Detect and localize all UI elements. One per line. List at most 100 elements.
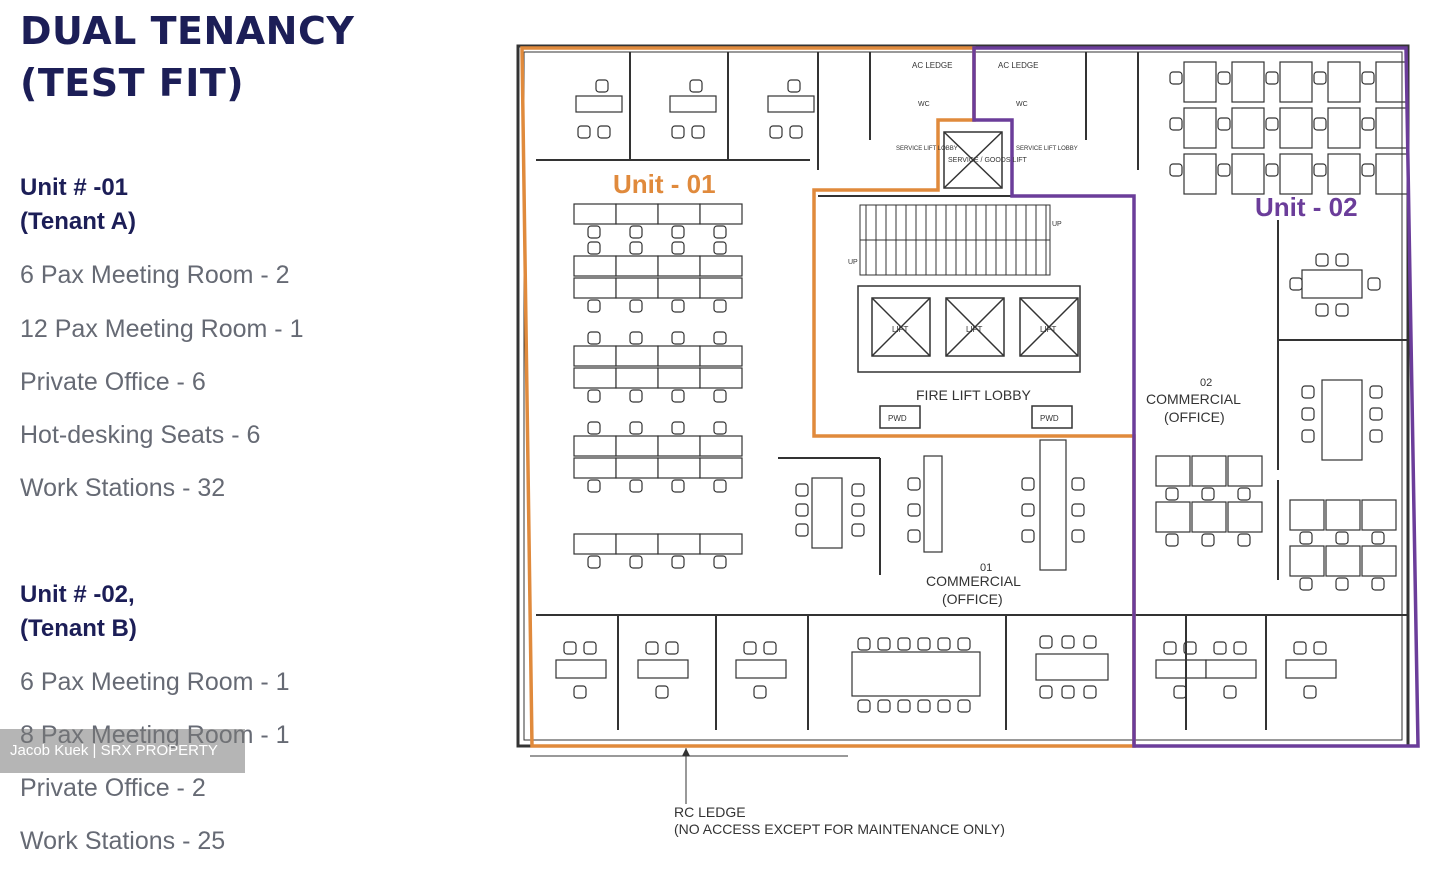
chair	[937, 699, 951, 713]
chair	[769, 125, 783, 139]
service-lift	[943, 131, 1003, 189]
chair	[897, 699, 911, 713]
chair	[857, 699, 871, 713]
commercial-01-name: COMMERCIAL	[926, 573, 1021, 589]
pwd-toilet-2	[1031, 405, 1073, 429]
chair	[1201, 487, 1215, 501]
tenant-b-unit: Unit # -02,	[20, 581, 135, 608]
service-lift-lobby-label: SERVICE LIFT LOBBY	[1016, 146, 1078, 152]
desk	[657, 435, 701, 457]
chair	[1233, 641, 1247, 655]
chair	[1169, 163, 1183, 177]
lift-label: LIFT	[892, 325, 909, 334]
desk	[1279, 107, 1313, 149]
chair	[597, 125, 611, 139]
chair	[1083, 635, 1097, 649]
chair	[1083, 685, 1097, 699]
watermark: Jacob Kuek | SRX PROPERTY	[0, 729, 245, 773]
desk	[573, 367, 617, 389]
tenant-b-item: 6 Pax Meeting Room - 1	[20, 668, 290, 696]
desk	[1155, 659, 1207, 679]
chair	[787, 79, 801, 93]
chair	[917, 699, 931, 713]
chair	[689, 79, 703, 93]
chair	[1265, 71, 1279, 85]
desk	[699, 203, 743, 225]
chair	[713, 421, 727, 435]
chair	[671, 241, 685, 255]
chair	[629, 225, 643, 239]
chair	[753, 685, 767, 699]
desk	[1301, 269, 1363, 299]
chair	[713, 225, 727, 239]
chair	[1301, 407, 1315, 421]
desk	[573, 255, 617, 277]
lift-label: LIFT	[1040, 325, 1057, 334]
chair	[577, 125, 591, 139]
desk	[615, 345, 659, 367]
chair	[937, 637, 951, 651]
chair	[713, 331, 727, 345]
desk	[573, 457, 617, 479]
desk	[573, 277, 617, 299]
chair	[1169, 117, 1183, 131]
chair	[1021, 503, 1035, 517]
chair	[1021, 529, 1035, 543]
chair	[857, 637, 871, 651]
chair	[629, 555, 643, 569]
chair	[1313, 163, 1327, 177]
desk	[1227, 501, 1263, 533]
desk	[573, 533, 617, 555]
ac-ledge-label: AC LEDGE	[912, 61, 952, 70]
desk	[657, 457, 701, 479]
desk	[615, 277, 659, 299]
chair	[655, 685, 669, 699]
pwd-toilet-1	[879, 405, 921, 429]
desk	[699, 533, 743, 555]
tenant-b-label: (Tenant B)	[20, 615, 137, 642]
lift-3	[1019, 297, 1079, 357]
lift-2	[945, 297, 1005, 357]
chair	[789, 125, 803, 139]
chair	[587, 389, 601, 403]
chair	[1217, 117, 1231, 131]
chair	[587, 555, 601, 569]
desk	[699, 255, 743, 277]
desk	[735, 659, 787, 679]
desk	[1279, 153, 1313, 195]
fire-lift-lobby-label: FIRE LIFT LOBBY	[916, 387, 1032, 403]
tenant-b-item: Private Office - 2	[20, 774, 206, 802]
page-title: DUAL TENANCY	[20, 9, 355, 53]
chair	[671, 299, 685, 313]
chair	[1303, 685, 1317, 699]
chair	[629, 299, 643, 313]
chair	[713, 479, 727, 493]
chair	[957, 637, 971, 651]
chair	[1061, 685, 1075, 699]
chair	[1369, 385, 1383, 399]
chair	[1367, 277, 1381, 291]
chair	[1335, 253, 1349, 267]
floor-plan: Unit - 01 Unit - 02 AC LEDGE AC LEDGE SE…	[508, 36, 1420, 840]
service-lift-lobby-label: SERVICE LIFT LOBBY	[896, 146, 958, 152]
tenant-b-item: Work Stations - 25	[20, 827, 226, 855]
chair	[877, 637, 891, 651]
chair	[629, 421, 643, 435]
chair	[671, 331, 685, 345]
desk	[1361, 545, 1397, 577]
desk	[1327, 107, 1361, 149]
chair	[587, 331, 601, 345]
chair	[671, 225, 685, 239]
desk	[1191, 455, 1227, 487]
desk	[1285, 659, 1337, 679]
chair	[1169, 71, 1183, 85]
lift-1	[871, 297, 931, 357]
chair	[897, 637, 911, 651]
lift-shaft-block	[857, 285, 1081, 373]
building-inner-outline	[523, 51, 1403, 741]
desk	[657, 345, 701, 367]
chair	[877, 699, 891, 713]
chair	[1223, 685, 1237, 699]
desk	[851, 651, 981, 697]
chair	[1361, 163, 1375, 177]
